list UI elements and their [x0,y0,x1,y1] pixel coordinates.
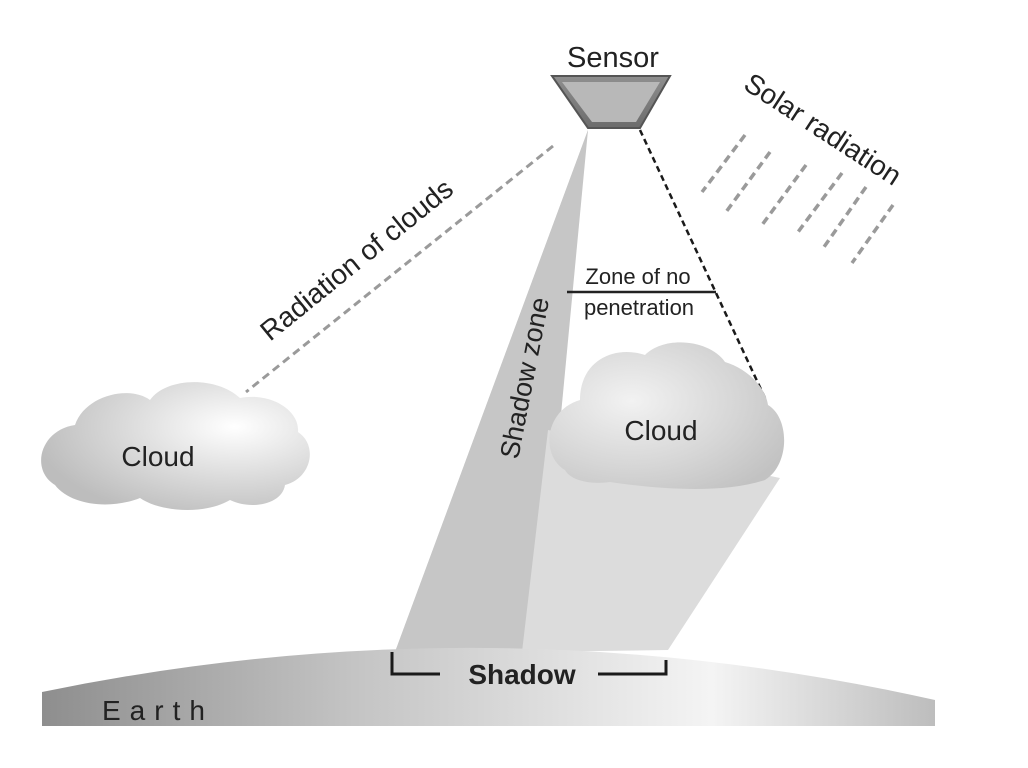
solar-radiation-rays [700,133,895,265]
cloud-left [41,382,310,510]
cloud-right [549,342,785,489]
earth-surface [42,647,935,726]
cloud-left-label: Cloud [121,441,194,472]
sensor-lens [562,82,660,122]
cloud-radiation-line [245,144,554,394]
shadow-label: Shadow [468,659,576,690]
earth-label: Earth [102,695,214,726]
shadow-bracket [390,652,668,676]
radiation-of-clouds-label: Radiation of clouds [254,173,459,347]
sensor-label: Sensor [567,42,659,74]
zone-of-no-penetration-line1: Zone of no [585,264,690,289]
zone-of-no-penetration-line2: penetration [584,295,694,320]
cloud-right-label: Cloud [624,415,697,446]
solar-radiation-label: Solar radiation [739,67,907,191]
